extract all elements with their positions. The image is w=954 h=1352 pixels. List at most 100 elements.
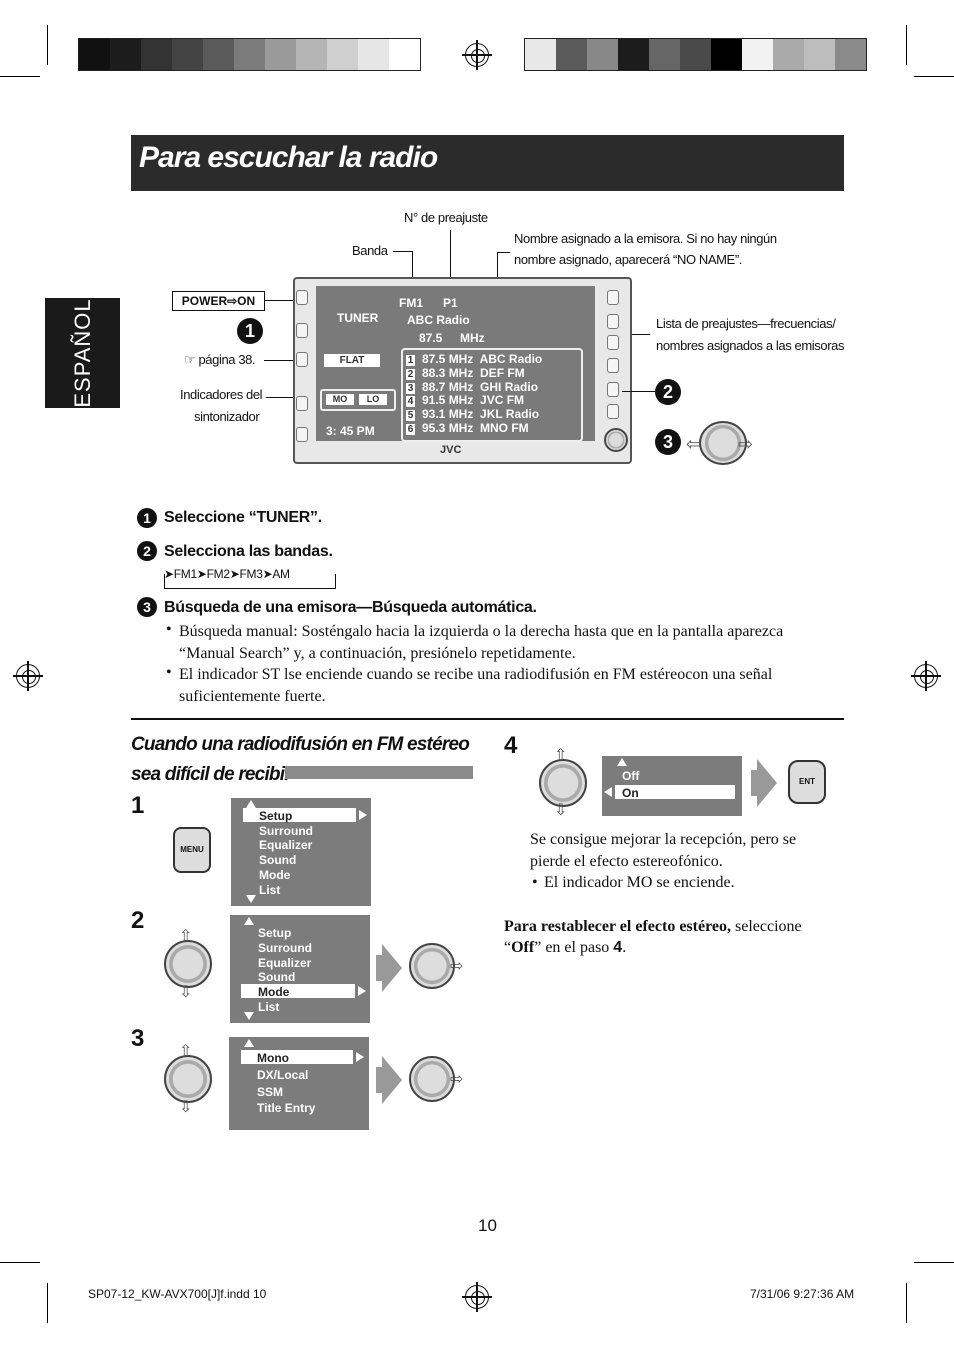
menu-item[interactable]: List [259,882,281,897]
fm-desc-line-1: Se consigue mejorar la recepción, pero s… [530,831,797,848]
menu-item[interactable]: Surround [258,940,312,955]
menu-button[interactable]: MENU [173,827,211,873]
control-knob-icon [409,1056,455,1102]
restore-line-2: “Off” en el paso 4. [504,937,626,959]
label-band: Banda [352,243,388,258]
menu-item[interactable]: Sound [259,853,297,868]
menu-item[interactable]: DX/Local [257,1067,309,1082]
language-tab: ESPAÑOL [45,298,120,408]
down-arrow-icon: ⇩ [179,1099,193,1116]
screen-band: FM1 [399,296,423,310]
device-right-button [607,404,619,419]
fm-step-4-number: 4 [504,732,518,759]
next-arrow-icon [382,944,402,992]
device-left-button [296,352,308,367]
menu-item[interactable]: Mono [257,1051,289,1065]
menu-item[interactable]: Mode [259,867,291,882]
tuner-indicators: MO LO [320,389,396,411]
color-swatch [265,39,296,70]
screen-clock: 3: 45 PM [326,424,375,438]
power-on-label: POWER⇨ON [172,291,265,311]
step-2-text: Selecciona las bandas. [164,543,333,560]
band-cycle-line [164,574,165,589]
menu-item[interactable]: Setup [259,809,293,823]
device-control-knob [604,428,628,452]
bullet-1-line-2: “Manual Search” y, a continuación, presi… [179,645,576,662]
menu-item[interactable]: Surround [259,823,313,838]
registration-mark-icon [462,1282,492,1312]
control-knob-icon [164,1055,212,1103]
page-title-bar: Para escuchar la radio [131,135,844,191]
control-knob-icon [539,759,587,807]
fm-step-3-number: 3 [131,1025,145,1052]
crop-mark [906,25,907,65]
crop-mark [0,1262,40,1263]
color-swatch [358,39,389,70]
control-knob-icon [409,943,455,989]
preset-text: 91.5 MHz JVC FM [422,393,525,408]
device-left-button [296,290,308,305]
preset-list [401,348,583,442]
menu-item[interactable]: Equalizer [258,955,312,970]
crop-mark [0,76,40,77]
step-number-3: 3 [137,597,157,617]
scroll-down-icon [246,895,256,903]
restore-end: . [622,939,627,956]
restore-rest: seleccione [730,918,802,935]
band-cycle-line [335,574,336,589]
color-swatch [172,39,203,70]
menu-selection-highlight [615,785,735,799]
label-preset-list-2: nombres asignados a las emisoras [656,338,845,353]
menu-selection-highlight [241,984,355,999]
registration-mark-icon [911,661,941,691]
menu-item[interactable]: SSM [257,1084,284,1099]
device-menu-button [607,382,619,397]
leader-line [450,230,451,294]
menu-item[interactable]: On [622,786,639,800]
bullet-2-line-2: suficientemente fuerte. [179,688,326,705]
left-right-arrow-icon: ⇦ [686,434,702,454]
step-number-2: 2 [137,541,157,561]
device-right-button [607,358,619,373]
preset-number: 5 [406,410,415,422]
screen-station: ABC Radio [407,313,470,327]
menu-item[interactable]: Setup [258,926,292,940]
bullet-1-line-1: Búsqueda manual: Sosténgalo hacia la izq… [179,623,784,640]
color-swatch [525,39,556,70]
leader-line [497,252,510,253]
up-arrow-icon: ⇧ [179,928,193,945]
menu-item[interactable]: Off [622,769,640,783]
footer-date: 7/31/06 9:27:36 AM [750,1287,855,1301]
label-preset-list-1: Lista de preajustes—frecuencias/ [656,316,836,331]
down-arrow-icon: ⇩ [554,802,568,819]
crop-mark [47,1283,48,1323]
registration-mark-icon [462,40,492,70]
menu-item[interactable]: Mode [258,985,290,1000]
preset-text: 87.5 MHz ABC Radio [422,352,543,366]
fm-heading-line-2: sea difícil de recibir [131,764,292,785]
color-swatch [742,39,773,70]
callout-number-1: 1 [237,318,263,344]
color-swatch [296,39,327,70]
fm-step-2-number: 2 [131,907,145,934]
footer-file: SP07-12_KW-AVX700[J]f.indd 10 [88,1287,267,1301]
submenu-arrow-icon [359,810,367,820]
menu-item[interactable]: List [258,1000,280,1014]
fm-step-1-number: 1 [131,792,145,819]
enter-button[interactable]: ENT [788,760,826,804]
label-station-name-1: Nombre asignado a la emisora. Si no hay … [514,231,777,246]
scroll-up-icon [246,800,256,808]
down-arrow-icon: ⇩ [179,984,193,1001]
device-right-button [607,335,619,350]
menu-item[interactable]: Title Entry [257,1101,316,1116]
leader-line [412,251,413,295]
menu-item[interactable]: Equalizer [259,838,313,853]
right-arrow-icon: ⇨ [450,958,464,975]
restore-off: Off [511,939,535,956]
screen-preset: P1 [443,296,458,310]
color-swatch [234,39,265,70]
color-swatch [79,39,110,70]
preset-text: 88.3 MHz DEF FM [422,365,525,380]
menu-item[interactable]: Sound [258,970,296,985]
